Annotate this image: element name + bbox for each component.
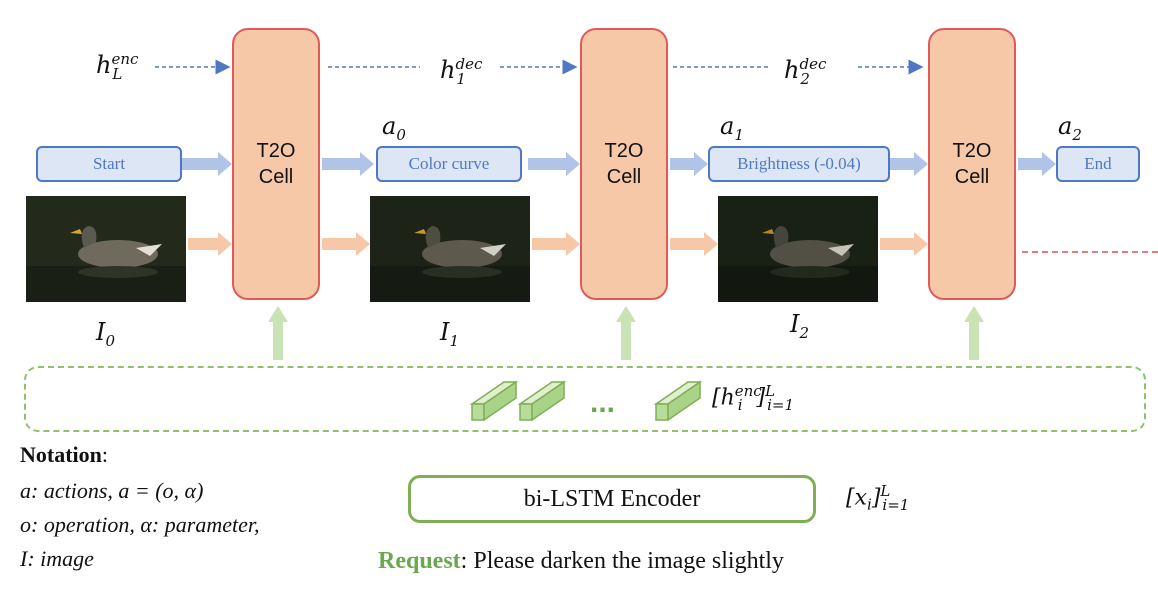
encoder-arrow-1 [268,306,288,360]
duck-photo-2 [718,196,878,302]
action-arrow-1 [182,152,232,176]
image-arrow-2 [322,232,370,256]
request-text: Request: Please darken the image slightl… [378,548,784,574]
label-h-dec-1: hdec1 [440,55,483,88]
label-a2: a2 [1058,112,1082,144]
image-i2 [718,196,878,302]
label-h-dec-2: hdec2 [784,55,827,88]
image-i0 [26,196,186,302]
label-I0: I0 [96,318,116,350]
label-h-enc-L: hencL [96,50,139,83]
duck-photo-1 [370,196,530,302]
label-I1: I1 [440,318,460,350]
notation-title: Notation: [20,442,109,467]
bilstm-encoder-box: bi-LSTM Encoder [408,475,816,523]
image-arrow-3 [532,232,580,256]
notation-line-2: o: operation, α: parameter, [20,512,260,537]
notation-line-1: a: actions, a = (o, α) [20,478,204,503]
request-label: Request [378,548,461,574]
encoder-vector-2 [517,380,567,422]
label-h-enc-seq: [henci]Li=1 [712,382,795,414]
action-color-curve: Color curve [376,146,522,182]
notation-line-3: I: image [20,546,94,571]
encoder-arrow-2 [616,306,636,360]
action-end: End [1056,146,1140,182]
ellipsis: ... [590,386,616,419]
label-a1: a1 [720,112,744,144]
action-arrow-6 [1018,152,1056,176]
action-arrow-3 [528,152,580,176]
label-a0: a0 [382,112,406,144]
action-arrow-5 [890,152,928,176]
encoder-hidden-states-box [24,366,1146,432]
encoder-vector-1 [469,380,519,422]
label-I2: I2 [790,310,810,342]
image-i1 [370,196,530,302]
action-brightness: Brightness (-0.04) [708,146,890,182]
label-x-seq: [xi]Li=1 [846,482,910,514]
image-arrow-1 [188,232,232,256]
action-arrow-2 [322,152,374,176]
action-arrow-4 [670,152,708,176]
image-arrow-5 [880,232,928,256]
duck-photo-0 [26,196,186,302]
encoder-vector-3 [653,380,703,422]
action-start: Start [36,146,182,182]
encoder-arrow-3 [964,306,984,360]
image-arrow-4 [670,232,718,256]
